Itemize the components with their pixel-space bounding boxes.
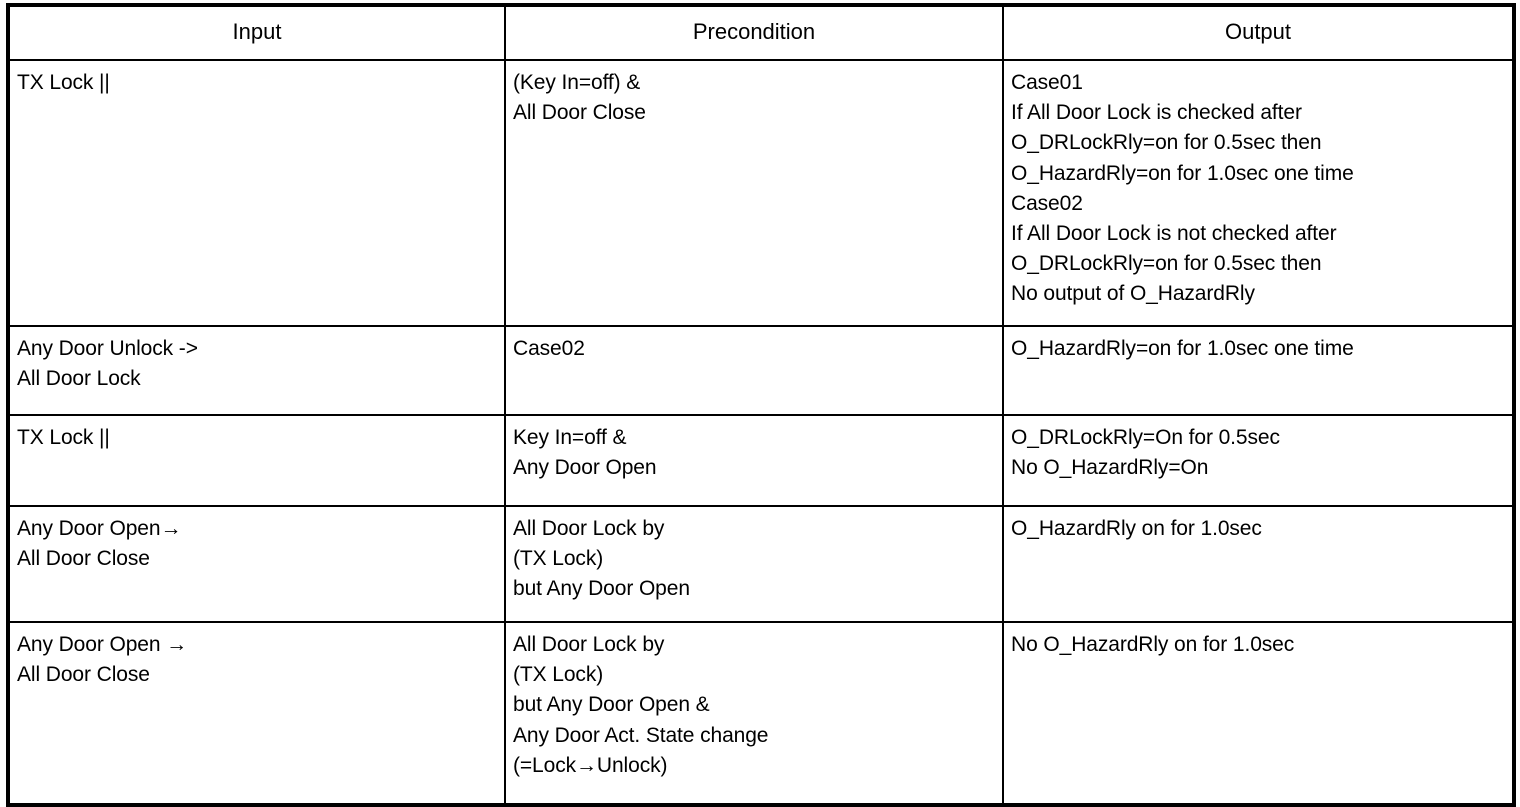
table-container: Input Precondition Output TX Lock || (Ke… <box>6 3 1516 807</box>
cell-precondition: Case02 <box>504 325 1004 416</box>
table-row: Any Door Open→ All Door Close All Door Lo… <box>7 505 1515 623</box>
table-header: Input Precondition Output <box>7 4 1515 61</box>
cell-input-lines: Any Door Open→ All Door Close <box>17 514 504 574</box>
text-line: All Door Close <box>17 547 150 571</box>
text-line: All Door Close <box>17 663 150 687</box>
cell-input: TX Lock || <box>7 414 506 507</box>
text-line: (TX Lock) <box>513 663 604 687</box>
header-row: Input Precondition Output <box>7 4 1515 61</box>
text-line: All Door Close <box>513 101 646 125</box>
cell-input: TX Lock || <box>7 59 506 327</box>
cell-output: O_HazardRly on for 1.0sec <box>1002 505 1515 623</box>
table-row: TX Lock || (Key In=off) &All Door Close … <box>7 59 1515 327</box>
cell-input-lines: TX Lock || <box>17 423 504 453</box>
cell-output: O_HazardRly=on for 1.0sec one time <box>1002 325 1515 416</box>
text-line: If All Door Lock is not checked after <box>1011 222 1337 246</box>
text-line: O_DRLockRly=On for 0.5sec <box>1011 426 1280 449</box>
text-line: O_DRLockRly=on for 0.5sec then <box>1011 131 1322 155</box>
cell-output-lines: O_HazardRly=on for 1.0sec one time <box>1011 334 1512 364</box>
table-row: TX Lock || Key In=off & Any Door Open O_D… <box>7 414 1515 507</box>
text-line: Any Door Open <box>513 456 657 480</box>
text-line: O_HazardRly on for 1.0sec <box>1011 517 1262 540</box>
specification-table: Input Precondition Output TX Lock || (Ke… <box>6 3 1516 807</box>
cell-precondition-lines: Case02 <box>513 334 1002 364</box>
cell-precondition-lines: (Key In=off) & All Door Close <box>513 68 1002 128</box>
cell-precondition-lines: All Door Lock by (TX Lock) but Any Door Op… <box>513 630 1002 781</box>
cell-input: Any Door Unlock -> All Door Lock <box>7 325 506 416</box>
text-line: Any Door Act. State change <box>513 723 769 747</box>
cell-precondition: Key In=off & Any Door Open <box>504 414 1004 507</box>
cell-output-lines: O_HazardRly on for 1.0sec <box>1011 514 1512 544</box>
cell-precondition: All Door Lock by (TX Lock) but Any Door Op… <box>504 505 1004 623</box>
table-row: Any Door Unlock -> All Door Lock Case02 O… <box>7 325 1515 416</box>
text-line: Any Door Unlock -> <box>17 337 198 360</box>
column-header-precondition: Precondition <box>504 4 1004 61</box>
text-line: No O_HazardRly=On <box>1011 456 1209 480</box>
cell-precondition-lines: All Door Lock by (TX Lock) but Any Door Op… <box>513 514 1002 605</box>
text-line: Case02 <box>513 337 585 360</box>
text-line: (TX Lock) <box>513 547 604 571</box>
cell-output-lines: No O_HazardRly on for 1.0sec <box>1011 630 1512 660</box>
text-line: O_DRLockRly=on for 0.5sec then <box>1011 252 1322 276</box>
text-line: Any Door Open → <box>17 633 188 656</box>
cell-input-lines: Any Door Unlock -> All Door Lock <box>17 334 504 394</box>
cell-precondition: (Key In=off) & All Door Close <box>504 59 1004 327</box>
text-line: If All Door Lock is checked after <box>1011 101 1302 125</box>
text-line: All Door Lock <box>17 367 141 391</box>
text-line: Any Door Open→ <box>17 517 182 540</box>
table-body: TX Lock || (Key In=off) &All Door Close … <box>7 59 1515 806</box>
cell-output: No O_HazardRly on for 1.0sec <box>1002 621 1515 806</box>
text-line: No O_HazardRly on for 1.0sec <box>1011 633 1295 656</box>
text-line: Case01 <box>1011 71 1083 94</box>
cell-input: Any Door Open→ All Door Close <box>7 505 506 623</box>
text-line: TX Lock || <box>17 71 110 94</box>
text-line: but Any Door Open & <box>513 693 710 717</box>
text-line: Case02 <box>1011 191 1083 215</box>
text-line: TX Lock || <box>17 426 110 449</box>
text-line: but Any Door Open <box>513 577 690 601</box>
text-line: All Door Lock by <box>513 517 665 540</box>
cell-output-lines: O_DRLockRly=On for 0.5sec No O_HazardRly=… <box>1011 423 1512 483</box>
text-line: Key In=off & <box>513 426 627 449</box>
cell-precondition: All Door Lock by (TX Lock) but Any Door Op… <box>504 621 1004 806</box>
cell-output: O_DRLockRly=On for 0.5sec No O_HazardRly=… <box>1002 414 1515 507</box>
text-line: No output of O_HazardRly <box>1011 282 1255 306</box>
column-header-input: Input <box>7 4 506 61</box>
text-line: O_HazardRly=on for 1.0sec one time <box>1011 337 1354 360</box>
table-row: Any Door Open → All Door Close All Door L… <box>7 621 1515 806</box>
text-line: (Key In=off) & <box>513 71 641 94</box>
cell-input-lines: Any Door Open → All Door Close <box>17 630 504 690</box>
cell-precondition-lines: Key In=off & Any Door Open <box>513 423 1002 483</box>
cell-input: Any Door Open → All Door Close <box>7 621 506 806</box>
cell-input-lines: TX Lock || <box>17 68 504 98</box>
text-line: O_HazardRly=on for 1.0sec one time <box>1011 161 1354 185</box>
column-header-output: Output <box>1002 4 1515 61</box>
text-line: (=Lock→Unlock) <box>513 753 668 777</box>
text-line: All Door Lock by <box>513 633 665 656</box>
